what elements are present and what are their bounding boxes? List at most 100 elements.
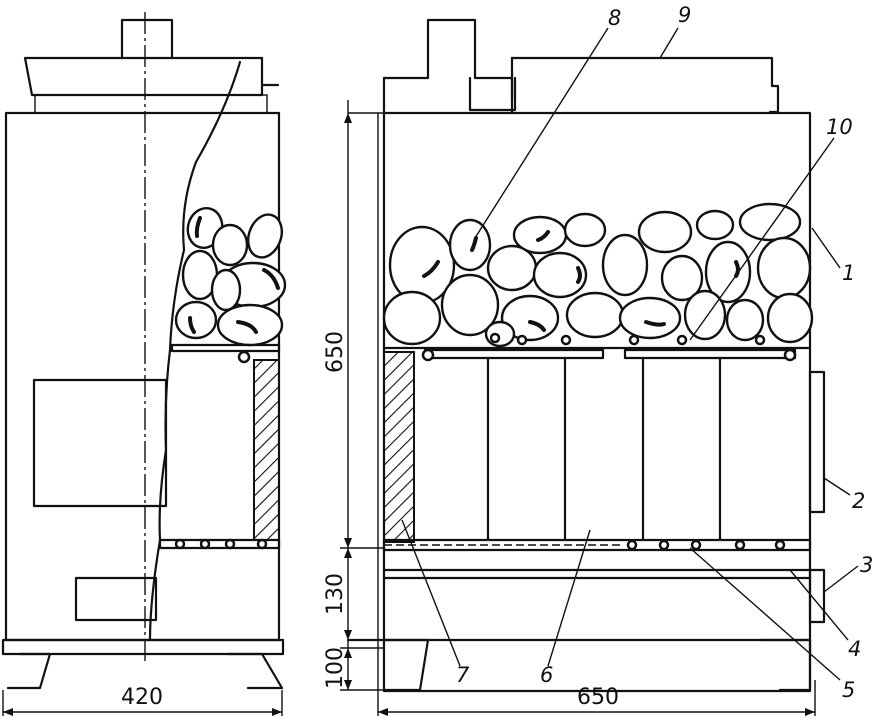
- front-leg-right: [760, 638, 812, 692]
- stone: [618, 296, 682, 340]
- callout-4: 4: [848, 637, 861, 661]
- stone: [766, 292, 814, 344]
- front-stones: [382, 202, 814, 348]
- callout-2: 2: [852, 489, 865, 513]
- front-grate-bar: [690, 539, 702, 551]
- stone: [695, 209, 735, 241]
- side-chimney-stub: [120, 18, 174, 60]
- stone: [246, 213, 284, 259]
- side-grate-bar: [224, 538, 236, 550]
- front-grate-roller: [783, 348, 797, 362]
- leader-4: [789, 569, 849, 641]
- front-grate-roller: [676, 334, 688, 346]
- stone: [512, 215, 568, 255]
- front-body: [382, 111, 812, 693]
- callout-5: 5: [842, 678, 855, 702]
- side-grate-bar: [174, 538, 186, 550]
- side-width-dim: 420: [121, 685, 163, 710]
- stone: [174, 300, 218, 340]
- front-chimney: [382, 18, 514, 115]
- callout-10: 10: [826, 115, 853, 139]
- front-grate-roller: [560, 334, 572, 346]
- leader-8: [474, 27, 609, 239]
- side-body: [4, 111, 281, 642]
- dim-arrows-100: [344, 648, 352, 690]
- stone-highlight: [576, 266, 582, 284]
- stone-highlight: [470, 236, 478, 252]
- front-stone-grate-right: [623, 348, 797, 360]
- side-leg-right: [226, 652, 284, 690]
- side-cover-rim: [34, 94, 268, 114]
- side-firebrick: [253, 359, 280, 541]
- front-ash-door: [808, 568, 826, 624]
- dimensions: 420 650 650 130 100: [2, 100, 816, 716]
- stone-highlight: [262, 268, 280, 290]
- side-view: [1, 12, 287, 690]
- leader-5: [689, 547, 841, 681]
- leader-2: [823, 477, 851, 496]
- stone: [756, 236, 812, 300]
- callout-9: 9: [678, 3, 691, 27]
- leader-7: [401, 519, 461, 667]
- front-chimney-rim: [468, 76, 517, 112]
- callout-7: 7: [456, 663, 470, 687]
- callout-1: 1: [842, 261, 855, 285]
- dim-arrows-130: [344, 548, 352, 640]
- leader-6: [547, 529, 591, 667]
- front-top-cover: [510, 56, 780, 114]
- front-leg-left: [382, 638, 430, 692]
- front-height-dim: 650: [323, 331, 348, 373]
- front-view: [346, 18, 826, 693]
- callout-6: 6: [540, 663, 553, 687]
- stone-highlight: [644, 320, 666, 327]
- side-ash-door: [74, 576, 158, 622]
- stone: [448, 218, 492, 272]
- front-grate-roller: [421, 348, 435, 362]
- side-grate-bar: [199, 538, 211, 550]
- side-stones: [174, 206, 287, 347]
- stone-highlight: [422, 260, 440, 278]
- stone: [210, 268, 242, 312]
- stone: [637, 210, 693, 254]
- stone: [382, 290, 442, 346]
- stone: [484, 320, 516, 348]
- leader-10: [689, 137, 835, 341]
- front-firebrick: [383, 351, 415, 543]
- stone: [532, 251, 588, 299]
- side-grate-roller: [237, 350, 251, 364]
- stone-highlight: [194, 216, 202, 238]
- callout-3: 3: [860, 553, 873, 577]
- side-leg-left: [6, 652, 52, 690]
- front-grate-bar: [658, 539, 670, 551]
- stone: [486, 244, 538, 292]
- leg-height-dim: 100: [323, 647, 348, 689]
- stone: [563, 212, 607, 248]
- stone-highlight: [528, 320, 546, 332]
- front-grate-roller: [754, 334, 766, 346]
- side-fire-grate: [158, 538, 281, 550]
- stone-highlight: [536, 230, 550, 242]
- stone: [738, 202, 802, 242]
- front-grate-roller: [628, 334, 640, 346]
- stone: [725, 298, 765, 342]
- front-fire-door: [808, 370, 826, 514]
- front-stone-grate-left: [423, 348, 605, 360]
- front-grate-roller: [489, 332, 501, 344]
- front-width-dim: 650: [577, 685, 619, 710]
- stone: [660, 254, 704, 302]
- side-fire-door: [32, 378, 168, 508]
- side-stone-grate: [170, 343, 281, 353]
- stone: [565, 291, 625, 339]
- side-base-plate: [1, 638, 285, 656]
- side-top-cover: [23, 56, 264, 97]
- callout-labels: 8 9 10 1 2 3 4 5 6 7: [456, 3, 873, 702]
- stone: [440, 273, 500, 337]
- stone: [704, 240, 752, 304]
- leader-1: [811, 227, 841, 269]
- front-grate-bar: [734, 539, 746, 551]
- leader-3: [823, 565, 859, 593]
- side-grate-bar: [256, 538, 268, 550]
- callout-8: 8: [608, 6, 621, 30]
- front-grate-bar: [774, 539, 786, 551]
- front-grate-roller: [516, 334, 528, 346]
